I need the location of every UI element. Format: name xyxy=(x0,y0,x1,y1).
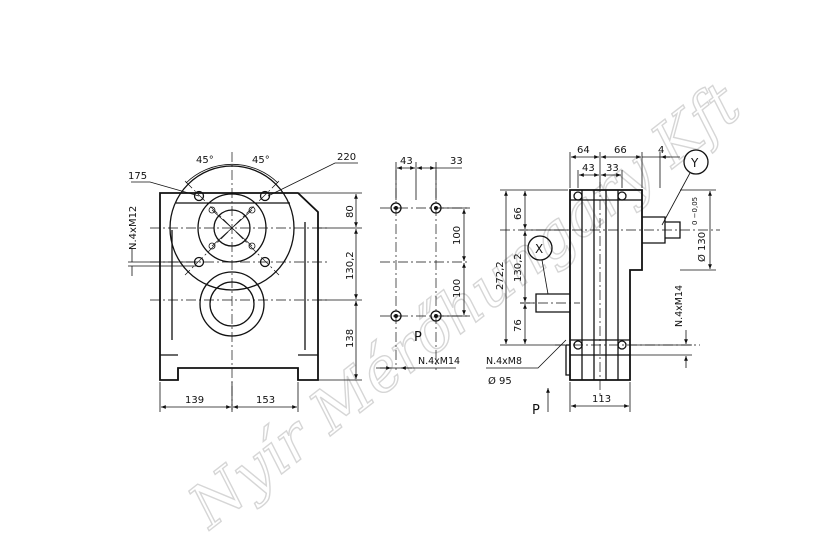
dim-139-label: 139 xyxy=(185,395,204,406)
middle-view: 43 33 100 100 P N.4xM14 xyxy=(376,156,470,370)
side-dia-130-label: Ø 130 xyxy=(696,232,708,262)
front-view: 45° 45° 220 175 N.4xM12 80 130,2 138 139… xyxy=(128,152,362,412)
mid-holes-label: N.4xM14 xyxy=(418,356,460,367)
mid-dim-43-label: 43 xyxy=(400,156,413,167)
mid-dim-33-label: 33 xyxy=(450,156,463,167)
front-holes-label: N.4xM12 xyxy=(128,206,139,250)
dim-153-label: 153 xyxy=(256,395,275,406)
dim-138-label: 138 xyxy=(345,329,356,348)
side-dim-64-label: 64 xyxy=(577,145,590,156)
dim-80-label: 80 xyxy=(345,205,356,218)
side-dim-43-label: 43 xyxy=(582,163,595,174)
dim-175-label: 175 xyxy=(128,171,147,182)
side-dim-272-2-label: 272,2 xyxy=(495,261,506,290)
angle-arc xyxy=(185,163,279,184)
front-housing-inner xyxy=(171,202,306,350)
side-dim-76-label: 76 xyxy=(513,319,524,332)
input-shaft xyxy=(535,293,570,313)
x-callout-label: X xyxy=(535,242,543,256)
angle-left-label: 45° xyxy=(196,155,214,166)
side-holes-m8-label: N.4xM8 xyxy=(486,356,522,367)
dim-130-2-label: 130,2 xyxy=(345,251,356,280)
mid-dim-100-bottom-label: 100 xyxy=(452,279,463,298)
y-callout-label: Y xyxy=(690,156,699,170)
dim-220-label: 220 xyxy=(337,152,356,163)
middle-bolt-holes xyxy=(390,202,442,322)
side-tolerance-label: 0 −0,05 xyxy=(691,197,699,225)
front-housing-base xyxy=(160,354,318,380)
angle-right-label: 45° xyxy=(252,155,270,166)
side-view: 64 66 4 43 33 Y Ø 130 0 −0,05 272,2 66 1… xyxy=(486,145,720,418)
side-p-label: P xyxy=(532,403,540,418)
side-dim-130-2-label: 130,2 xyxy=(513,253,524,282)
mid-dim-100-top-label: 100 xyxy=(452,226,463,245)
side-dia-95-label: Ø 95 xyxy=(488,375,512,387)
side-dim-4-label: 4 xyxy=(658,145,664,156)
y-callout-circle xyxy=(683,149,709,175)
side-dim-33-label: 33 xyxy=(606,163,619,174)
side-dim-66-top-label: 66 xyxy=(614,145,627,156)
side-dim-66-left-label: 66 xyxy=(513,207,524,220)
mid-p-label: P xyxy=(414,330,422,345)
side-dim-113-label: 113 xyxy=(592,394,611,405)
side-holes-m14-label: N.4xM14 xyxy=(674,285,685,327)
x-callout-circle xyxy=(527,235,553,261)
side-housing-outline xyxy=(569,189,643,381)
